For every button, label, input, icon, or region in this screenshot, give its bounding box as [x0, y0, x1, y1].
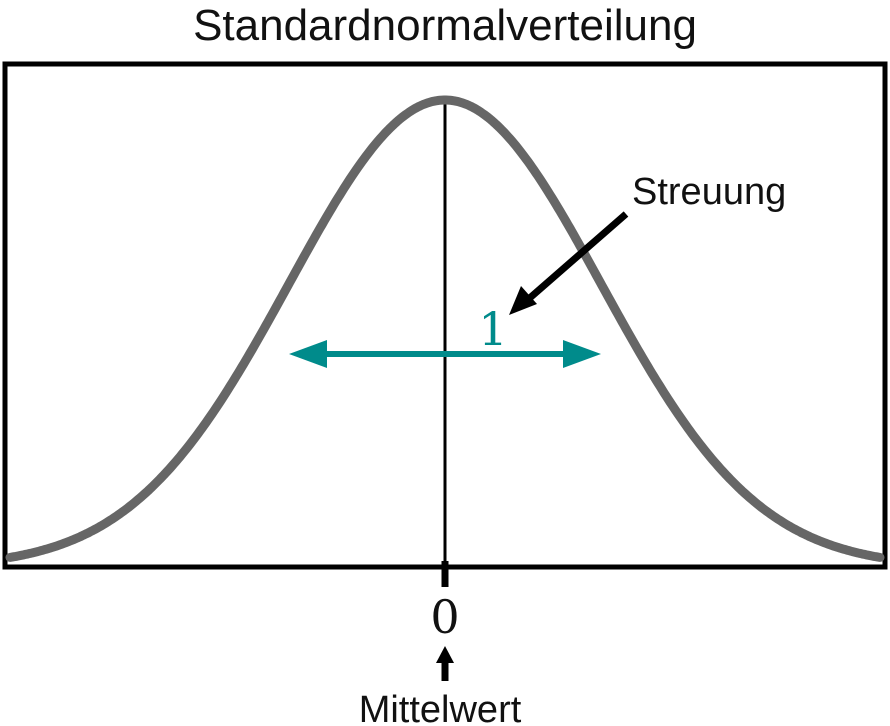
spread-arrow-right-head: [563, 340, 601, 368]
spread-arrow: [289, 340, 601, 368]
spread-value: 1: [478, 302, 507, 356]
bell-curve: [5, 95, 885, 562]
diagram-title: Standardnormalverteilung: [193, 1, 697, 50]
spread-label-pointer-head: [509, 286, 537, 315]
mean-label: Mittelwert: [359, 689, 522, 726]
spread-label: Streuung: [632, 171, 786, 213]
mean-pointer-head: [436, 646, 454, 663]
spread-arrow-left-head: [289, 340, 327, 368]
spread-label-pointer: [521, 211, 629, 306]
center-tick-label: 0: [430, 590, 459, 644]
